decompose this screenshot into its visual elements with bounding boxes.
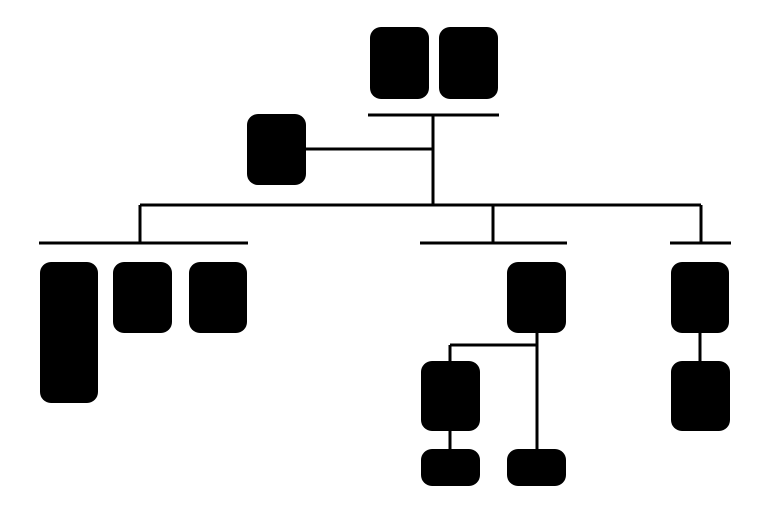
left-group-tall-node xyxy=(40,262,98,403)
middle-sub-child-node xyxy=(421,449,480,486)
middle-sub-node xyxy=(421,361,480,431)
nodes xyxy=(40,27,730,486)
connectors xyxy=(39,113,731,449)
root-node-left xyxy=(370,27,429,99)
right-group-node xyxy=(671,262,729,333)
side-node xyxy=(247,114,306,185)
middle-leaf-node xyxy=(507,449,566,486)
left-group-node-2 xyxy=(113,262,172,333)
right-chain-node xyxy=(671,361,730,431)
root-node-right xyxy=(439,27,498,99)
left-group-node-3 xyxy=(189,262,247,333)
middle-group-node xyxy=(507,262,566,333)
